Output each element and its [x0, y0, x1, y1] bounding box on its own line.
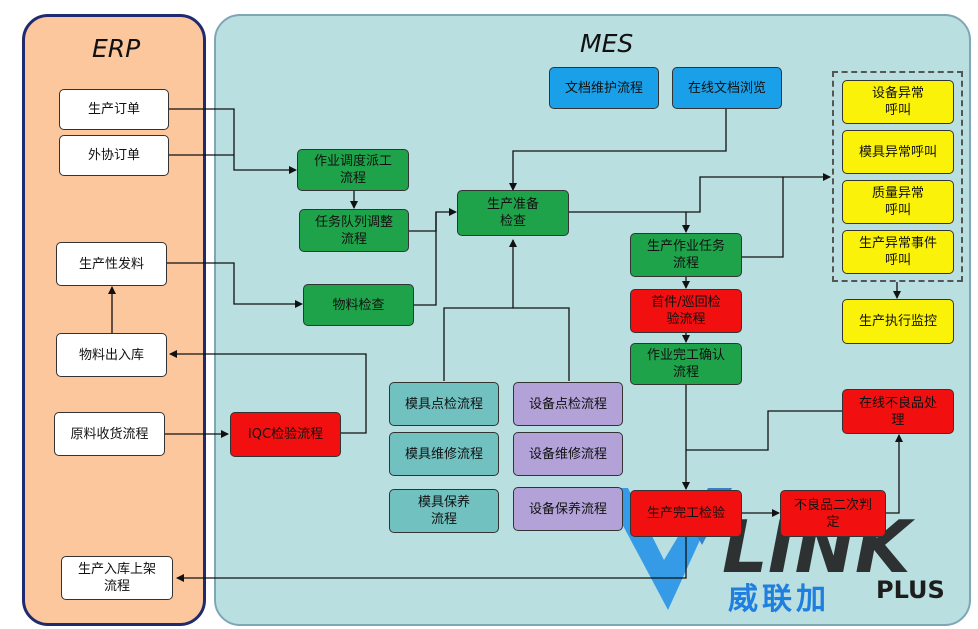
- dispatch-box[interactable]: 作业调度派工 流程: [297, 149, 409, 191]
- flow-judge-to-defect: [886, 434, 903, 514]
- production-prep-box[interactable]: 生产准备 检查: [457, 190, 569, 236]
- production-issue-box[interactable]: 生产性发料: [56, 242, 167, 286]
- flow-mold-check-to-prep: [443, 307, 570, 381]
- mold-maintenance-box[interactable]: 模具保养 流程: [389, 489, 499, 533]
- material-io-box[interactable]: 物料出入库: [56, 333, 167, 377]
- flow-prep-to-task: [569, 211, 690, 233]
- online-doc-browse-box[interactable]: 在线文档浏览: [672, 67, 782, 109]
- erp-title: ERP: [92, 34, 141, 63]
- mold-spot-check-box[interactable]: 模具点检流程: [389, 382, 499, 426]
- material-check-box[interactable]: 物料检查: [303, 284, 414, 326]
- defect-second-judgment-box[interactable]: 不良品二次判 定: [780, 490, 886, 537]
- quality-alarm-box[interactable]: 质量异常 呼叫: [842, 180, 954, 224]
- equip-alarm-box[interactable]: 设备异常 呼叫: [842, 80, 954, 124]
- mes-title: MES: [580, 29, 634, 58]
- flow-prep-to-alarms: [686, 176, 783, 213]
- production-task-box[interactable]: 生产作业任务 流程: [630, 233, 742, 277]
- raw-receipt-box[interactable]: 原料收货流程: [54, 412, 165, 456]
- flow-material-to-prep: [414, 212, 437, 306]
- production-event-alarm-box[interactable]: 生产异常事件 呼叫: [842, 230, 954, 274]
- flow-queue-to-prep: [409, 208, 457, 232]
- equip-spot-check-box[interactable]: 设备点检流程: [513, 382, 623, 426]
- doc-maintenance-box[interactable]: 文档维护流程: [549, 67, 659, 109]
- outsource-order-box[interactable]: 外协订单: [59, 135, 169, 176]
- task-queue-box[interactable]: 任务队列调整 流程: [299, 209, 409, 252]
- completion-confirm-box[interactable]: 作业完工确认 流程: [630, 343, 742, 385]
- flow-final-to-shelving: [176, 537, 687, 582]
- flow-doc-to-prep: [509, 109, 727, 191]
- flow-order-to-dispatch: [169, 108, 297, 174]
- first-patrol-inspection-box[interactable]: 首件/巡回检 验流程: [630, 289, 742, 333]
- flow-defect-to-final: [686, 410, 842, 451]
- equip-maintenance-box[interactable]: 设备保养流程: [513, 487, 623, 531]
- mold-repair-box[interactable]: 模具维修流程: [389, 432, 499, 476]
- production-order-box[interactable]: 生产订单: [59, 89, 169, 130]
- flow-task-to-alarms: [742, 173, 831, 258]
- online-defect-handling-box[interactable]: 在线不良品处 理: [842, 389, 954, 434]
- production-shelving-box[interactable]: 生产入库上架 流程: [61, 556, 173, 600]
- execution-monitor-box[interactable]: 生产执行监控: [842, 299, 954, 344]
- flow-iqc-to-io: [169, 350, 367, 434]
- alarm-group: [832, 71, 963, 282]
- iqc-box[interactable]: IQC检验流程: [230, 412, 341, 457]
- final-inspection-box[interactable]: 生产完工检验: [630, 490, 742, 537]
- equip-repair-box[interactable]: 设备维修流程: [513, 432, 623, 476]
- flow-issue-to-material-check: [167, 262, 303, 308]
- mold-alarm-box[interactable]: 模具异常呼叫: [842, 130, 954, 174]
